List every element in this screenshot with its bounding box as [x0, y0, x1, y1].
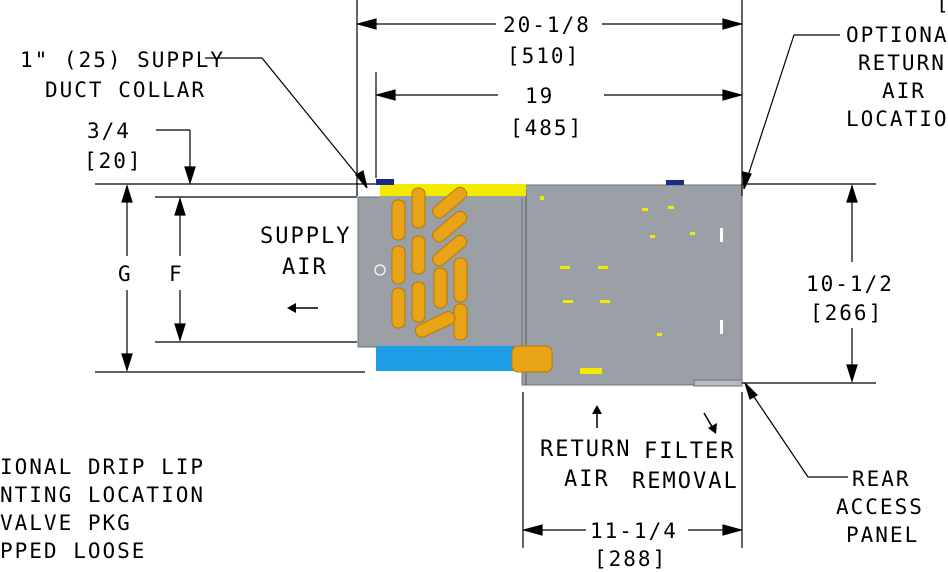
coil-tube — [411, 235, 426, 275]
marking — [668, 206, 674, 209]
return-pipe — [511, 345, 553, 373]
height-metric: [266] — [810, 301, 883, 325]
coil-tube — [411, 281, 426, 323]
optional-return-label-line-4: LOCATIO — [846, 107, 948, 131]
drip-lip-label-line-4: PPED LOOSE — [0, 539, 146, 563]
return-width-metric: [288] — [594, 547, 667, 571]
coil-tube — [453, 303, 468, 341]
cabinet-markings — [540, 196, 723, 374]
marking — [598, 266, 608, 269]
optional-return-label-line-1: OPTIONAL — [846, 23, 948, 47]
dimension-g-label: G — [118, 262, 133, 286]
coil-width-imperial: 19 — [525, 84, 554, 108]
coil-tube — [391, 199, 406, 241]
drip-lip-label-line-1: IONAL DRIP LIP — [0, 455, 205, 479]
supply-air-label-line-1: SUPPLY — [260, 224, 351, 249]
coil-tube — [391, 245, 406, 285]
coil-tube — [453, 257, 468, 303]
arrowhead — [121, 183, 133, 203]
down-right-arrow-head — [708, 423, 717, 434]
collar-offset-metric: [20] — [84, 149, 143, 173]
marking — [563, 300, 573, 303]
coil-bend — [414, 311, 456, 338]
marking — [720, 320, 723, 334]
arrowhead — [846, 183, 858, 203]
up-arrow-icon — [592, 405, 602, 428]
return-air-label-line-1: RETURN — [540, 437, 631, 462]
left-arrow-head — [287, 303, 296, 313]
optional-return-leader — [743, 34, 840, 189]
dimension-f-label: F — [169, 262, 184, 286]
arrowhead — [722, 18, 744, 30]
coil-tubes — [374, 186, 553, 373]
drip-lip-label-line-3: VALVE PKG — [0, 511, 132, 535]
arrowhead — [184, 166, 196, 186]
rear-access-label-line-3: PANEL — [846, 523, 919, 547]
coil-bend — [432, 210, 468, 243]
marking — [690, 232, 695, 235]
marking — [642, 208, 648, 211]
coil-tube — [433, 267, 448, 309]
arrowhead — [744, 382, 758, 400]
overall-width-metric: [510] — [507, 44, 580, 68]
supply-collar-leader — [205, 57, 367, 187]
rear-access-label-line-1: REAR — [852, 467, 911, 491]
marking — [580, 368, 602, 374]
up-arrow-head — [592, 405, 602, 414]
arrowhead — [355, 18, 377, 30]
arrowhead — [722, 89, 744, 101]
arrowhead — [174, 323, 186, 343]
return-width-imperial: 11-1/4 — [590, 519, 678, 543]
supply-collar-label-line-1: 1" (25) SUPPLY — [20, 48, 225, 72]
rear-access-leader — [745, 384, 848, 478]
dimension-lines — [95, 0, 876, 548]
coil-bend — [432, 234, 468, 267]
collar-right — [666, 180, 684, 185]
unit-body — [357, 179, 743, 387]
arrowhead — [846, 364, 858, 384]
arrowhead — [374, 89, 396, 101]
coil-tube — [391, 287, 406, 329]
optional-return-label-line-3: AIR — [882, 79, 926, 103]
optional-return-label-line-2: RETURN — [858, 51, 946, 75]
supply-collar-label-line-2: DUCT COLLAR — [45, 78, 206, 102]
left-arrow-icon — [287, 303, 318, 313]
arrowhead — [722, 524, 744, 536]
rear-access-panel — [693, 379, 743, 387]
arrowhead — [521, 524, 543, 536]
marking — [650, 235, 655, 238]
marking — [720, 228, 723, 242]
marking — [560, 266, 570, 269]
cabinet-section — [521, 184, 743, 386]
filter-removal-label-line-2: REMOVAL — [632, 469, 739, 494]
coil-tube — [411, 187, 426, 229]
coil-bend — [432, 186, 468, 219]
down-right-arrow-icon — [703, 412, 717, 434]
collar-offset-imperial: 3/4 — [87, 119, 131, 143]
marking — [540, 196, 544, 200]
supply-air-label-line-2: AIR — [282, 255, 328, 280]
return-air-label-line-2: AIR — [564, 467, 610, 492]
arrowhead — [355, 170, 368, 189]
rear-access-label-line-2: ACCESS — [836, 495, 924, 519]
arrowhead — [121, 353, 133, 373]
height-imperial: 10-1/2 — [806, 272, 894, 296]
drip-lip-label-line-2: NTING LOCATION — [0, 483, 205, 507]
top-corner-label: [ — [936, 0, 948, 15]
arrowhead — [742, 171, 752, 190]
overall-width-imperial: 20-1/8 — [503, 13, 591, 37]
marking — [657, 333, 662, 336]
filter-removal-label-line-1: FILTER — [644, 439, 735, 464]
arrowhead — [174, 196, 186, 216]
collar-left — [376, 179, 394, 185]
coil-width-metric: [485] — [510, 116, 583, 140]
coil-port — [374, 264, 386, 276]
marking — [600, 300, 610, 303]
drain-pan — [376, 346, 526, 371]
